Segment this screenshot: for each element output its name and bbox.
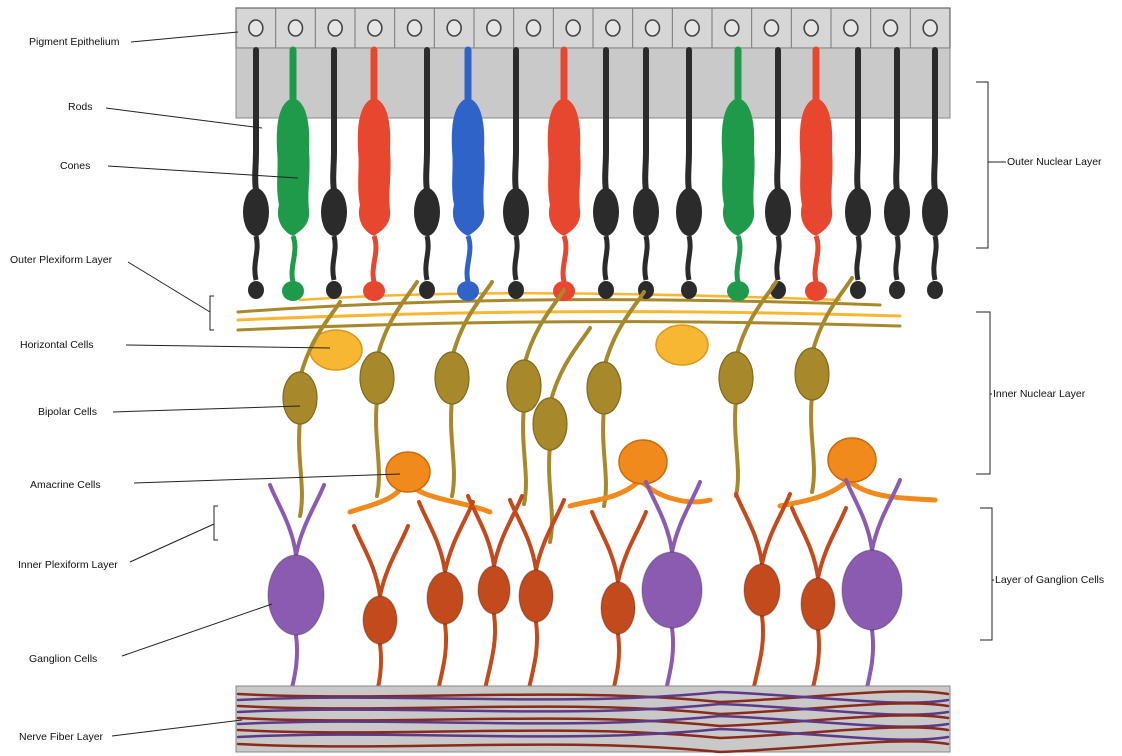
bipolar-cells [283, 278, 852, 542]
right-brackets [976, 82, 1006, 640]
amacrine-cell [570, 440, 710, 506]
ganglion-cell [792, 508, 846, 710]
label-pigment-epithelium: Pigment Epithelium [29, 36, 120, 48]
label-inner-plexiform-layer: Inner Plexiform Layer [18, 559, 118, 571]
ganglion-cell [468, 496, 522, 694]
label-bipolar-cells: Bipolar Cells [38, 406, 97, 418]
label-cones: Cones [60, 160, 90, 172]
ganglion-cell [736, 494, 790, 696]
outer-segment-band [236, 48, 950, 118]
ganglion-cell-large [642, 482, 702, 708]
label-rods: Rods [68, 101, 93, 113]
label-ganglion-cells: Ganglion Cells [29, 653, 97, 665]
ganglion-cell [419, 502, 473, 704]
label-outer-plexiform-layer: Outer Plexiform Layer [10, 254, 113, 266]
amacrine-cells [350, 438, 935, 512]
ganglion-cell [510, 500, 564, 702]
label-layer-of-ganglion-cells: Layer of Ganglion Cells [995, 574, 1104, 586]
right-label-texts: Outer Nuclear Layer Inner Nuclear Layer … [993, 156, 1104, 586]
left-label-texts: Pigment Epithelium Rods Cones Outer Plex… [10, 36, 120, 743]
label-amacrine-cells: Amacrine Cells [30, 479, 101, 491]
horizontal-cell [656, 325, 708, 365]
label-nerve-fiber-layer: Nerve Fiber Layer [19, 731, 104, 743]
amacrine-cell [780, 438, 935, 506]
label-horizontal-cells: Horizontal Cells [20, 339, 94, 351]
ganglion-cell [592, 512, 646, 714]
pigment-epithelium [236, 8, 950, 48]
label-inner-nuclear-layer: Inner Nuclear Layer [993, 388, 1086, 400]
ganglion-cell-large [842, 480, 902, 710]
ganglion-cell-large [268, 485, 324, 715]
nerve-fiber-layer [236, 686, 950, 752]
label-outer-nuclear-layer: Outer Nuclear Layer [1007, 156, 1102, 168]
